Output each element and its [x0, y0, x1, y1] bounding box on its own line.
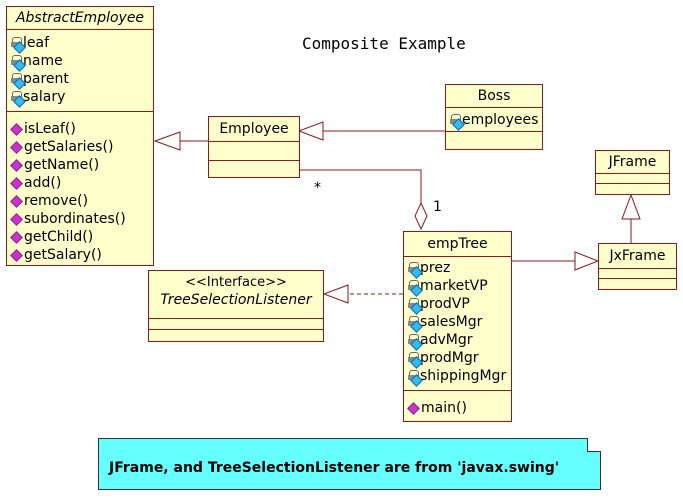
public-operation-icon [10, 176, 23, 190]
multiplicity-one: 1 [433, 199, 442, 215]
operations-section: isLeaf() getSalaries() getName() add() r… [7, 112, 153, 264]
public-operation-icon [10, 194, 23, 208]
protected-attribute-icon [11, 73, 26, 90]
class-abstractemployee[interactable]: AbstractEmployee leaf name parent salary… [6, 6, 154, 266]
protected-attribute-icon [450, 114, 465, 131]
class-name: Employee [209, 117, 299, 142]
aggregation-diamond [414, 201, 428, 231]
attribute-row: prodVP [404, 295, 511, 315]
protected-attribute-icon [408, 334, 423, 351]
attribute-row: salesMgr [404, 313, 511, 333]
attribute-row: prez [404, 259, 511, 279]
class-name: Boss [446, 85, 542, 108]
public-operation-icon [10, 230, 23, 244]
multiplicity-many: * [314, 180, 321, 196]
stereotype-label: <<Interface>> [185, 275, 287, 290]
operation-row: add() [7, 174, 153, 192]
attribute-row: advMgr [404, 331, 511, 351]
public-operation-icon [10, 248, 23, 262]
operation-row: subordinates() [7, 210, 153, 228]
attributes-section: employees [446, 108, 542, 132]
class-name: empTree [404, 232, 511, 257]
public-operation-icon [10, 140, 23, 154]
public-operation-icon [10, 212, 23, 226]
protected-attribute-icon [408, 262, 423, 279]
generalization-arrowhead-jxframe [574, 251, 600, 271]
public-operation-icon [407, 401, 420, 415]
class-name: JxFrame [599, 244, 676, 269]
class-emptree[interactable]: empTree prez marketVP prodVP salesMgr ad… [403, 231, 512, 422]
attributes-section [149, 319, 323, 330]
public-operation-icon [10, 122, 23, 136]
operation-row: getSalary() [7, 246, 153, 264]
operation-row: remove() [7, 192, 153, 210]
attribute-row: employees [446, 111, 542, 131]
realization-arrowhead [322, 284, 349, 304]
attributes-section: prez marketVP prodVP salesMgr advMgr pro… [404, 257, 511, 391]
note-fold-corner [587, 438, 601, 452]
note: JFrame, and TreeSelectionListener are fr… [98, 438, 601, 490]
generalization-arrowhead-abstractemployee [153, 131, 181, 151]
attributes-section [599, 269, 676, 279]
generalization-arrowhead-jframe [621, 193, 641, 220]
attribute-row: name [7, 52, 153, 72]
protected-attribute-icon [408, 352, 423, 369]
class-employee[interactable]: Employee [208, 116, 300, 178]
operations-section: main() [404, 391, 511, 417]
attributes-section [596, 174, 669, 184]
class-header: <<Interface>> TreeSelectionListener [149, 271, 323, 319]
protected-attribute-icon [408, 298, 423, 315]
diagram-title: Composite Example [302, 34, 466, 53]
operation-row: isLeaf() [7, 120, 153, 138]
attributes-section [209, 142, 299, 161]
edge-aggregation [300, 169, 422, 203]
class-boss[interactable]: Boss employees [445, 84, 543, 150]
operation-row: getChild() [7, 228, 153, 246]
attribute-row: leaf [7, 34, 153, 54]
protected-attribute-icon [11, 55, 26, 72]
class-name: JFrame [596, 151, 669, 174]
protected-attribute-icon [11, 37, 26, 54]
operation-row: getName() [7, 156, 153, 174]
note-text: JFrame, and TreeSelectionListener are fr… [109, 460, 560, 476]
class-name: AbstractEmployee [7, 7, 153, 30]
class-name: TreeSelectionListener [160, 292, 312, 308]
attribute-row: marketVP [404, 277, 511, 297]
class-jxframe[interactable]: JxFrame [598, 243, 677, 290]
protected-attribute-icon [11, 91, 26, 108]
attribute-row: salary [7, 88, 153, 108]
operation-row: main() [404, 399, 511, 417]
public-operation-icon [10, 158, 23, 172]
protected-attribute-icon [408, 370, 423, 387]
class-treeselectionlistener[interactable]: <<Interface>> TreeSelectionListener [148, 270, 324, 342]
class-jframe[interactable]: JFrame [595, 150, 670, 195]
protected-attribute-icon [408, 316, 423, 333]
operation-row: getSalaries() [7, 138, 153, 156]
generalization-arrowhead-employee [297, 121, 324, 141]
protected-attribute-icon [408, 280, 423, 297]
attribute-row: parent [7, 70, 153, 90]
attribute-row: prodMgr [404, 349, 511, 369]
attribute-row: shippingMgr [404, 367, 511, 387]
attributes-section: leaf name parent salary [7, 30, 153, 112]
